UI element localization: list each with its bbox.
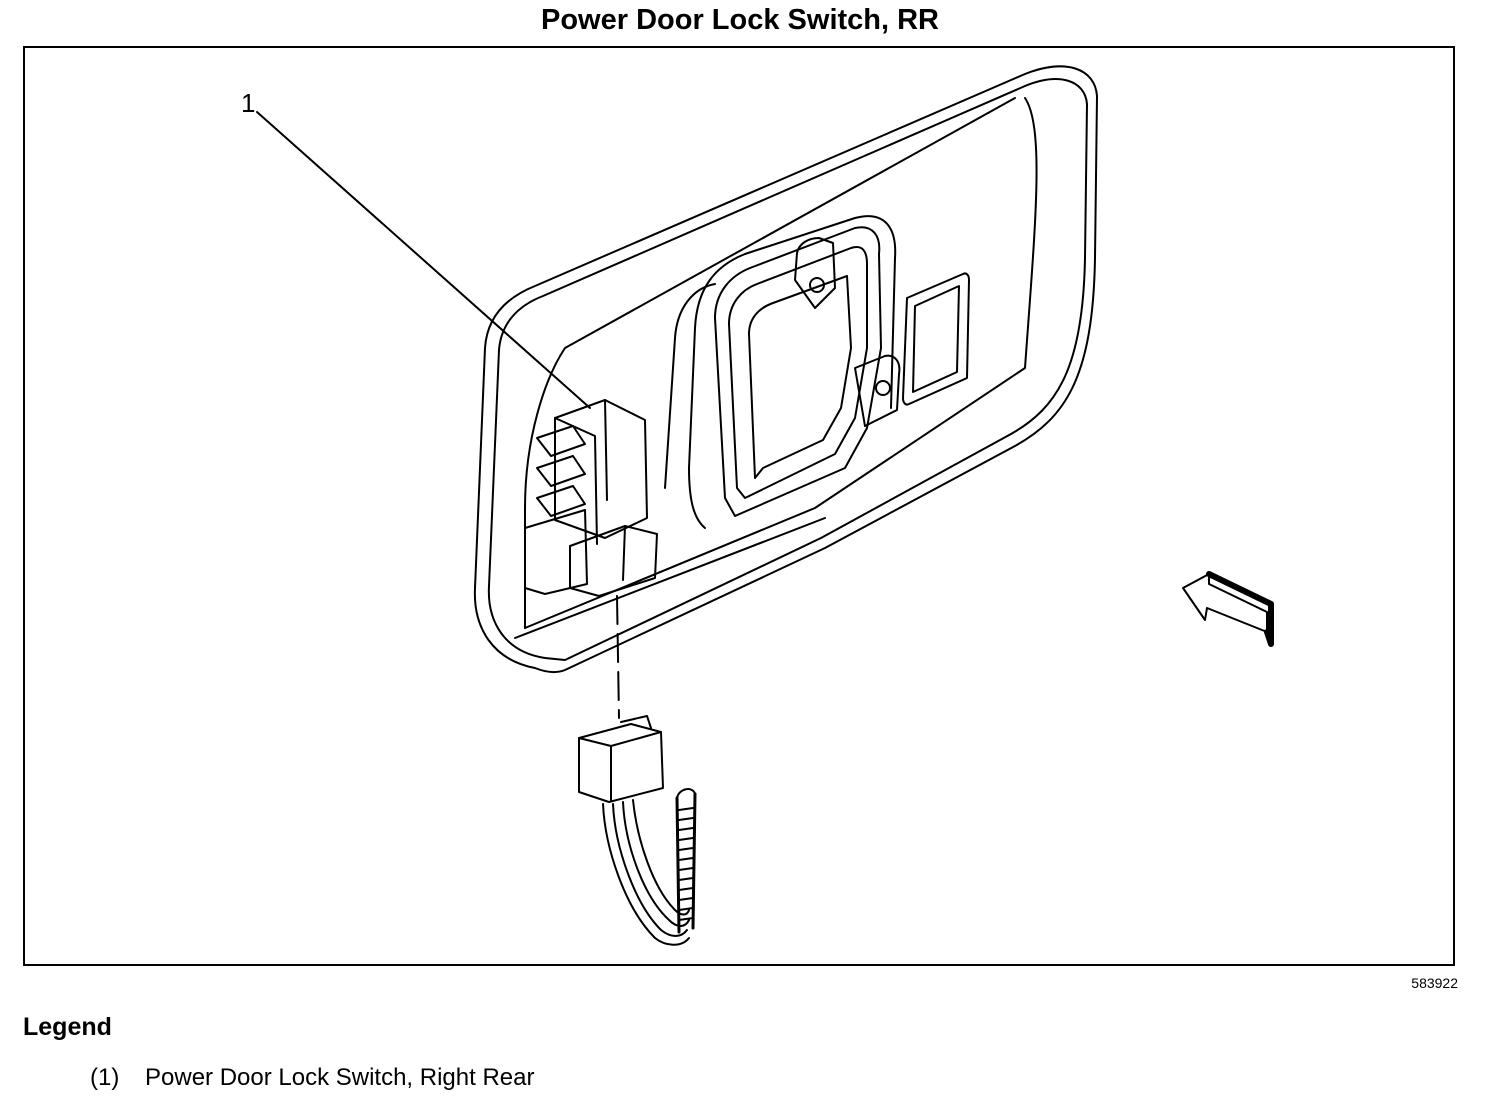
legend-item: (1) Power Door Lock Switch, Right Rear: [90, 1064, 534, 1092]
diagram-illustration: [256, 65, 1274, 946]
figure-title: Power Door Lock Switch, RR: [541, 4, 939, 36]
legend-item-number: (1): [90, 1064, 120, 1091]
callout-label-1: 1: [241, 88, 256, 118]
diagram-frame: 1: [23, 46, 1455, 966]
lock-switch: [524, 399, 658, 719]
legend-item-label: Power Door Lock Switch, Right Rear: [145, 1064, 535, 1091]
figure-id: 583922: [1411, 975, 1458, 991]
door-trim-panel: [473, 65, 1098, 674]
callout-leader-line: [256, 111, 591, 409]
legend-heading: Legend: [23, 1013, 112, 1041]
wiring-connector: [578, 715, 697, 946]
direction-arrow: [1182, 571, 1274, 647]
